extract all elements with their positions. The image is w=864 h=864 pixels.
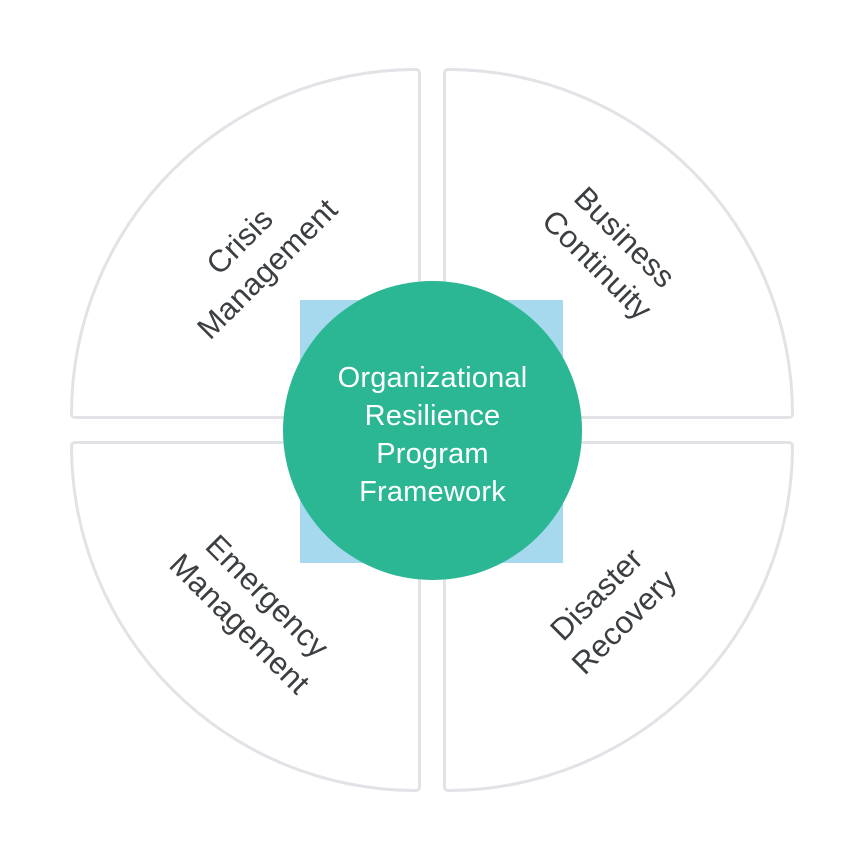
center-title-line: Organizational bbox=[337, 361, 528, 394]
center-title-line: Framework bbox=[359, 475, 506, 508]
center-title: Organizational Resilience Program Framew… bbox=[338, 359, 528, 511]
center-circle: Organizational Resilience Program Framew… bbox=[283, 281, 582, 580]
center-title-line: Program bbox=[376, 437, 489, 470]
center-title-line: Resilience bbox=[364, 399, 501, 432]
